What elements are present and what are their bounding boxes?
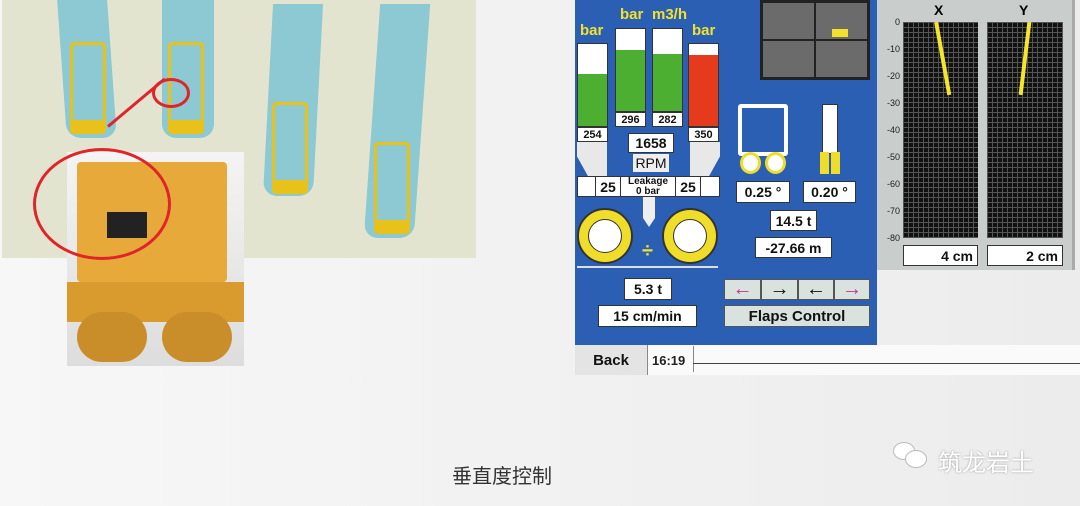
trench-cutter-figure: [0, 0, 478, 370]
y-deviation-trace: [1018, 21, 1032, 96]
speed-value: 15 cm/min: [598, 305, 697, 327]
cutter-side-icon: [822, 104, 838, 154]
gauge-bar: [577, 43, 608, 127]
y-tick-label: -30: [886, 98, 900, 108]
rpm-value: 1658: [628, 133, 674, 153]
gauge-value: 282: [652, 112, 683, 127]
leakage-value: 0 bar: [636, 185, 660, 197]
y-tick-label: -40: [886, 125, 900, 135]
bar1-unit: bar: [580, 22, 604, 39]
cutter-icon: [374, 142, 410, 234]
x-deviation-plot: [903, 22, 978, 238]
y-tick-label: -50: [886, 152, 900, 162]
gauge-fill: [616, 49, 645, 111]
gauge-bar: [652, 28, 683, 112]
divide-symbol: ÷: [642, 240, 653, 262]
leakage-label: Leakage: [627, 175, 669, 187]
cutter-icon: [272, 102, 308, 194]
back-button[interactable]: Back: [575, 345, 648, 375]
cutter-frame-wheels-icon: [740, 152, 786, 174]
caption: 垂直度控制: [452, 464, 552, 488]
clock: 16:19: [652, 353, 686, 368]
gauge-bar: [688, 43, 719, 127]
flap-arrow-right-1-button[interactable]: →: [761, 278, 798, 300]
cutter-side-wheels-icon: [820, 152, 840, 174]
cutter-frame-icon: [738, 104, 788, 156]
y-tick-label: 0: [894, 17, 900, 27]
gauge-fill: [578, 74, 607, 126]
y-deviation-value: 2 cm: [987, 245, 1063, 266]
x-deviation-trace: [934, 21, 952, 96]
x-deviation-value: 4 cm: [903, 245, 978, 266]
camera-view: [760, 0, 870, 80]
y-tick-label: -10: [886, 44, 900, 54]
gauge-value: 254: [577, 127, 608, 142]
highlight-circle-small: [152, 78, 190, 108]
gauge-bar: [615, 28, 646, 112]
right-cutter-wheel-icon: [662, 208, 718, 264]
x-plot-title: X: [934, 2, 944, 18]
weight-value: 14.5 t: [770, 210, 817, 231]
y-tick-label: -70: [886, 206, 900, 216]
rpm-label: RPM: [633, 154, 669, 172]
load-value: 5.3 t: [624, 278, 672, 300]
gauge-value: 296: [615, 112, 646, 127]
gauge-fill: [689, 54, 718, 126]
flaps-control-button[interactable]: Flaps Control: [724, 305, 870, 327]
gauge-fill: [653, 54, 682, 111]
angle-y-value: 0.20 °: [803, 181, 856, 203]
y-tick-label: -80: [886, 233, 900, 243]
flap-arrow-left-2-button[interactable]: ←: [798, 278, 834, 300]
left-cutter-wheel-icon: [577, 208, 633, 264]
watermark: 筑龙岩土: [938, 450, 1034, 477]
angle-x-value: 0.25 °: [736, 181, 790, 203]
cutter-icon: [70, 42, 106, 134]
leakage: Leakage 0 bar: [620, 176, 676, 197]
status-bar: [575, 345, 1080, 375]
y-tick-label: -20: [886, 71, 900, 81]
bar2-unit: bar: [620, 6, 644, 23]
y-tick-label: -60: [886, 179, 900, 189]
flap-arrow-left-1-button[interactable]: ←: [724, 278, 761, 300]
wechat-icon-bubble: [905, 450, 927, 468]
flap-arrow-right-2-button[interactable]: →: [834, 278, 870, 300]
depth-value: -27.66 m: [755, 237, 832, 258]
y-plot-title: Y: [1019, 2, 1029, 18]
highlight-circle-large: [33, 148, 171, 260]
bar3-unit: m3/h: [652, 6, 688, 23]
gauge-value: 350: [688, 127, 719, 142]
bar4-unit: bar: [692, 22, 716, 39]
